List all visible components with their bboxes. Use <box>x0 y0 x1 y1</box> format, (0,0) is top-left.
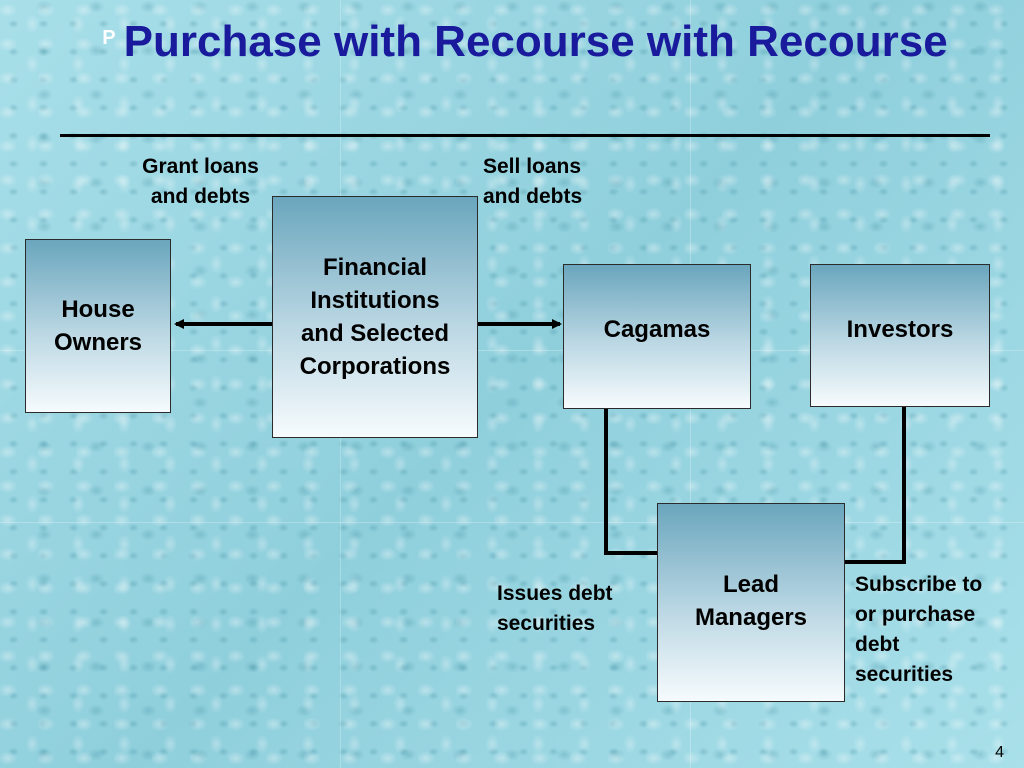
investors-box: Investors <box>810 264 990 407</box>
title-underline <box>60 134 990 137</box>
financial-institutions-box: Financial Institutions and Selected Corp… <box>272 196 478 438</box>
lead-managers-label: Lead Managers <box>694 571 808 631</box>
background-grid-line <box>0 522 1024 523</box>
financial-institutions-label: Financial Institutions and Selected Corp… <box>299 254 451 380</box>
cagamas-box: Cagamas <box>563 264 751 409</box>
background-grid-line <box>0 350 1024 351</box>
lead-managers-box: Lead Managers <box>657 503 845 702</box>
house-owners-label: House Owners <box>53 296 143 356</box>
issues-debt-label: Issues debt securities <box>497 582 613 635</box>
connector-cagamas-to-lead-managers <box>604 408 657 555</box>
connector-lead-managers-to-investors <box>845 407 906 564</box>
grant-loans-label: Grant loans and debts <box>142 155 259 208</box>
bullet-marker: P <box>102 27 116 49</box>
house-owners-box: House Owners <box>25 239 171 413</box>
cagamas-label: Cagamas <box>603 316 711 343</box>
sell-loans-label: Sell loans and debts <box>483 155 583 208</box>
page-number: 4 <box>995 744 1004 761</box>
title-text: Purchase with Recourse with Recourse <box>123 17 948 66</box>
investors-label: Investors <box>846 316 954 343</box>
slide-title: P Purchase with Recourse with Recourse <box>60 12 990 68</box>
subscribe-label: Subscribe to or purchase debt securities <box>855 573 983 686</box>
